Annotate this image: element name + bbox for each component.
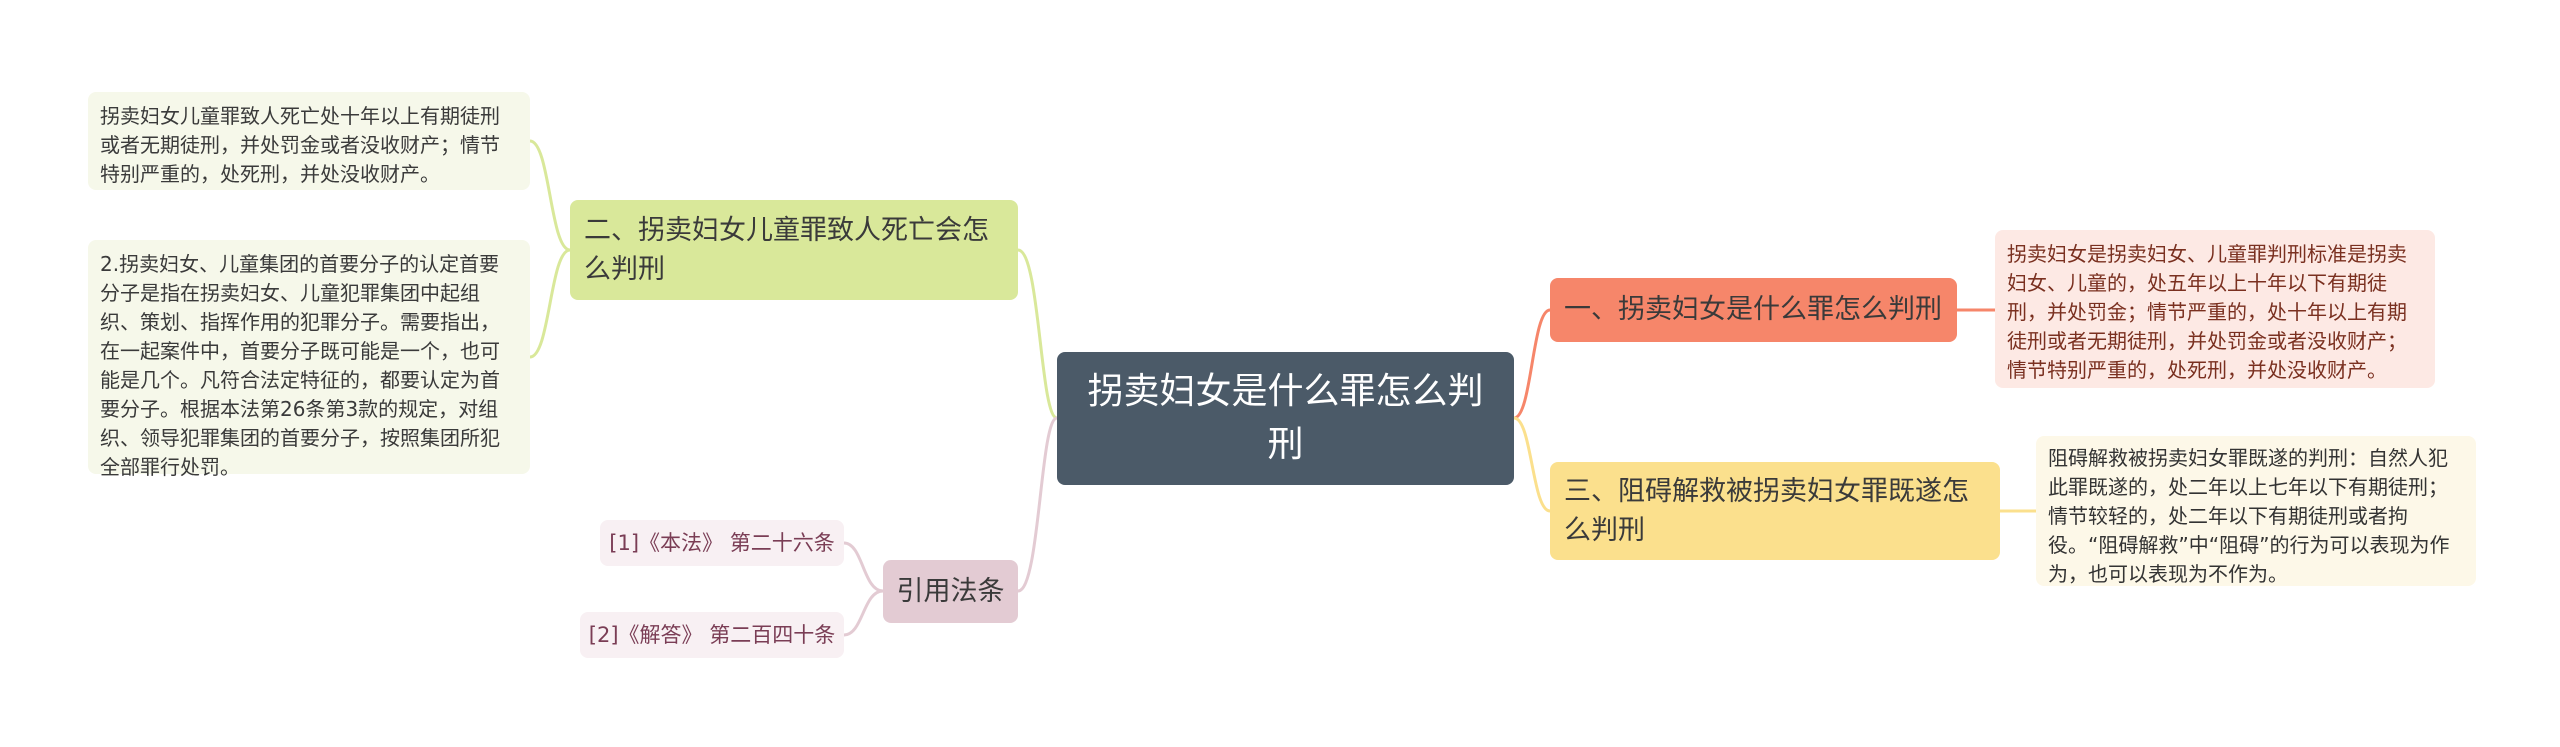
link-b2-leaf-a	[529, 139, 571, 252]
branch-3-detail-text: 阻碍解救被拐卖妇女罪既遂的判刑：自然人犯此罪既遂的，处二年以上七年以下有期徒刑；…	[2048, 446, 2450, 586]
branch-2-detail-2[interactable]: 2.拐卖妇女、儿童集团的首要分子的认定首要分子是指在拐卖妇女、儿童犯罪集团中起组…	[88, 240, 530, 479]
branch-3-detail[interactable]: 阻碍解救被拐卖妇女罪既遂的判刑：自然人犯此罪既遂的，处二年以上七年以下有期徒刑；…	[2036, 436, 2476, 586]
link-cite-item1	[843, 541, 884, 593]
cite-branch-node[interactable]: 引用法条	[883, 560, 1018, 623]
branch-1-detail[interactable]: 拐卖妇女是拐卖妇女、儿童罪判刑标准是拐卖妇女、儿童的，处五年以上十年以下有期徒刑…	[1995, 230, 2435, 388]
link-b2-leaf-b	[529, 248, 571, 359]
branch-1-node[interactable]: 一、拐卖妇女是什么罪怎么判刑	[1550, 278, 1957, 342]
central-topic[interactable]: 拐卖妇女是什么罪怎么判刑	[1057, 352, 1514, 485]
branch-1-detail-text: 拐卖妇女是拐卖妇女、儿童罪判刑标准是拐卖妇女、儿童的，处五年以上十年以下有期徒刑…	[2007, 242, 2407, 382]
branch-3-label: 三、阻碍解救被拐卖妇女罪既遂怎么判刑	[1564, 475, 1969, 546]
link-center-cite	[1017, 416, 1058, 593]
cite-branch-label: 引用法条	[896, 575, 1005, 607]
branch-2-label: 二、拐卖妇女儿童罪致人死亡会怎么判刑	[584, 214, 989, 285]
central-topic-label: 拐卖妇女是什么罪怎么判刑	[1087, 371, 1484, 465]
branch-2-detail-1-text: 拐卖妇女儿童罪致人死亡处十年以上有期徒刑或者无期徒刑，并处罚金或者没收财产；情节…	[100, 104, 500, 186]
cite-item-2-text: [2]《解答》 第二百四十条	[588, 622, 836, 647]
cite-item-1[interactable]: [1]《本法》 第二十六条	[600, 520, 844, 566]
cite-item-1-text: [1]《本法》 第二十六条	[609, 530, 835, 555]
branch-2-detail-1[interactable]: 拐卖妇女儿童罪致人死亡处十年以上有期徒刑或者无期徒刑，并处罚金或者没收财产；情节…	[88, 92, 530, 190]
link-center-b3	[1513, 416, 1551, 513]
link-center-b1	[1513, 308, 1551, 420]
branch-1-label: 一、拐卖妇女是什么罪怎么判刑	[1564, 294, 1942, 326]
cite-item-2[interactable]: [2]《解答》 第二百四十条	[580, 612, 844, 658]
branch-3-node[interactable]: 三、阻碍解救被拐卖妇女罪既遂怎么判刑	[1550, 462, 2000, 560]
branch-2-detail-2-text: 2.拐卖妇女、儿童集团的首要分子的认定首要分子是指在拐卖妇女、儿童犯罪集团中起组…	[100, 252, 500, 479]
branch-2-node[interactable]: 二、拐卖妇女儿童罪致人死亡会怎么判刑	[570, 200, 1018, 300]
link-center-b2	[1017, 248, 1058, 420]
link-cite-item2	[843, 589, 884, 637]
